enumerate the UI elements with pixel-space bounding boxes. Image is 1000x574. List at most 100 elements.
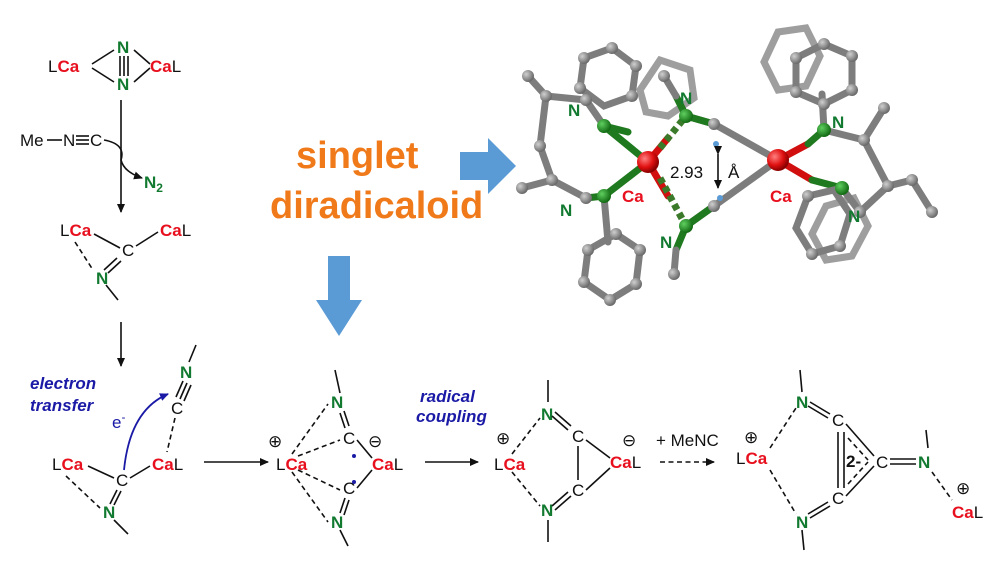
electron-symbol: e [112,413,121,432]
radical-center [713,141,719,147]
calcium-label: Ca [69,221,91,240]
ligand-label: L [276,455,285,474]
singlet-heading: singlet [296,135,419,177]
crystal-nitrogen-label: N [560,201,572,220]
calcium-atom [767,149,789,171]
nitrogen-label: N [331,393,343,412]
svg-text:LCa: LCa [52,455,84,474]
ligand-label: L [494,455,503,474]
svg-text:CaL: CaL [150,57,181,76]
svg-text:LCa: LCa [48,57,80,76]
ligand-label: L [736,449,745,468]
svg-text:CaL: CaL [952,503,983,522]
calcium-label: Ca [503,455,525,474]
crystal-calcium-label: Ca [770,187,792,206]
electron-transfer-intermediate: LCa CaL C N C N e- [52,344,197,535]
crystal-nitrogen-label: N [832,113,844,132]
calcium-label: Ca [152,455,174,474]
plus-charge: ⊕ [744,428,758,447]
svg-text:LCa: LCa [276,455,308,474]
crystal-nitrogen-label: N [660,233,672,252]
dinitrogen-complex: LCa CaL N N [48,38,181,94]
diradicaloid-heading: diradicaloid [270,185,483,227]
nitrogen-label: N [96,269,108,288]
nitrogen-label: N [117,75,129,94]
crystal-calcium-label: Ca [622,187,644,206]
svg-text:LCa: LCa [494,455,526,474]
nitrogen-label: N [103,503,115,522]
calcium-label: Ca [61,455,83,474]
svg-text:e-: e- [112,410,125,432]
ligand-label: L [48,57,57,76]
carbon-label: C [116,471,128,490]
ligand-label: L [52,455,61,474]
flow-arrow-down [316,256,362,336]
radical-label: radical [420,387,476,406]
nitrogen-label: N [541,405,553,424]
plus-charge: ⊕ [496,429,510,448]
plus-charge: ⊕ [268,432,282,451]
carbon-label: C [90,131,102,150]
calcium-label: Ca [150,57,172,76]
calcium-label: Ca [285,455,307,474]
subscript-two: 2 [156,181,163,195]
calcium-label: Ca [610,453,632,472]
carbon-label: C [122,241,134,260]
final-product-structure: LCa ⊕ N N C C C N CaL ⊕ 2- [736,369,983,551]
carbon-label: C [343,429,355,448]
carbon-label: C [876,453,888,472]
coupled-structure: LCa CaL ⊕ ⊖ N N C C [494,380,641,542]
crystal-nitrogen-label: N [568,101,580,120]
iminoacyl-intermediate: LCa CaL C N [60,221,191,301]
nitrogen-label: N [796,393,808,412]
svg-text:LCa: LCa [60,221,92,240]
svg-text:CaL: CaL [152,455,183,474]
distance-unit: Å [728,163,740,182]
calcium-label: Ca [57,57,79,76]
minus-charge: ⊖ [368,432,382,451]
carbon-label: C [572,481,584,500]
svg-text:CaL: CaL [160,221,191,240]
flow-arrow-right [460,138,516,194]
coupling-label: coupling [416,407,487,426]
carbon-label: C [832,489,844,508]
svg-text:LCa: LCa [736,449,768,468]
nitrogen-label: N [331,513,343,532]
carbon-label: C [832,411,844,430]
calcium-label: Ca [160,221,182,240]
crystal-nitrogen-label: N [848,207,860,226]
electron-label: electron [30,374,96,393]
diradicaloid-structure: LCa CaL ⊕ ⊖ N N C C [268,369,403,547]
plus-charge: ⊕ [956,479,970,498]
svg-text:CaL: CaL [610,453,641,472]
crystal-nitrogen-label: N [680,89,692,108]
carbon-label: C [171,399,183,418]
methyl-label: Me [20,131,44,150]
radical-dot [352,480,356,484]
ligand-label: L [182,221,191,240]
menc-addition-label: + MeNC [656,431,719,450]
minus-charge: ⊖ [622,431,636,450]
ligand-label: L [394,455,403,474]
calcium-atom [637,151,659,173]
ligand-label: L [172,57,181,76]
ligand-label: L [174,455,183,474]
calcium-label: Ca [745,449,767,468]
calcium-label: Ca [952,503,974,522]
calcium-label: Ca [372,455,394,474]
dianion-charge: 2- [846,452,861,471]
nitrogen-label: N [796,513,808,532]
nitrogen-label: N [180,363,192,382]
isocyanide-addition-step: Me N C N2 [20,100,163,213]
svg-text:N2: N2 [144,173,163,195]
radical-dot [352,454,356,458]
ligand-label: L [632,453,641,472]
ligand-label: L [60,221,69,240]
transfer-label: transfer [30,396,95,415]
radical-center [717,195,723,201]
ligand-label: L [974,503,983,522]
nitrogen-label: N [117,38,129,57]
nitrogen-label: N [918,453,930,472]
nitrogen-label: N [144,173,156,192]
